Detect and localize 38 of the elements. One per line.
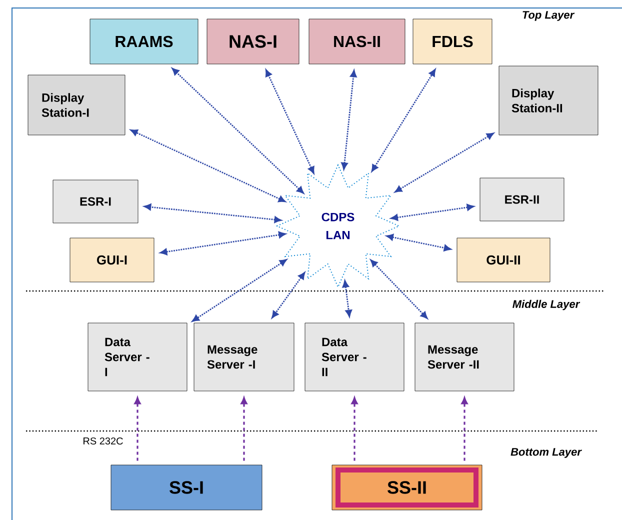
layer-label: Bottom Layer [510, 448, 582, 458]
arrow [160, 231, 286, 256]
arrow [341, 70, 357, 170]
subsystem-box: SS-I [110, 464, 262, 510]
arrow [172, 68, 304, 194]
arrow [134, 397, 141, 461]
server-box: Data Server -II [304, 322, 404, 392]
arrow [144, 204, 282, 223]
gui-box: GUI-II [456, 238, 550, 282]
station-box: Display Station-I [28, 74, 126, 136]
arrow [240, 397, 248, 461]
server-box: ESR-II [480, 178, 564, 222]
arrow [351, 397, 358, 461]
server-box: Message Server -I [194, 322, 294, 392]
arrow [461, 397, 468, 461]
server-box: Message Server -II [414, 322, 514, 392]
arrow [130, 130, 286, 202]
arrow [371, 69, 436, 172]
server-box: Data Server -I [88, 322, 188, 392]
interface-label: RS 232C [84, 437, 123, 445]
server-box: ESR-I [52, 180, 138, 224]
layer-label: Middle Layer [512, 300, 580, 310]
subsystem-box: SS-II [332, 464, 482, 510]
server-box: RAAMS [90, 18, 198, 64]
arrow [272, 272, 306, 318]
arrow [386, 234, 452, 252]
arrow [390, 204, 474, 221]
arrow [394, 132, 494, 192]
arrow [192, 259, 287, 322]
gui-box: GUI-I [70, 238, 154, 282]
station-box: Display Station-II [498, 66, 598, 136]
server-box: NAS-II [308, 18, 406, 64]
server-box: NAS-I [206, 18, 300, 64]
server-box: FDLS [412, 18, 492, 64]
layer-label: Top Layer [522, 11, 575, 21]
arrow [342, 280, 352, 318]
arrow [265, 69, 314, 174]
arrow [370, 259, 428, 319]
